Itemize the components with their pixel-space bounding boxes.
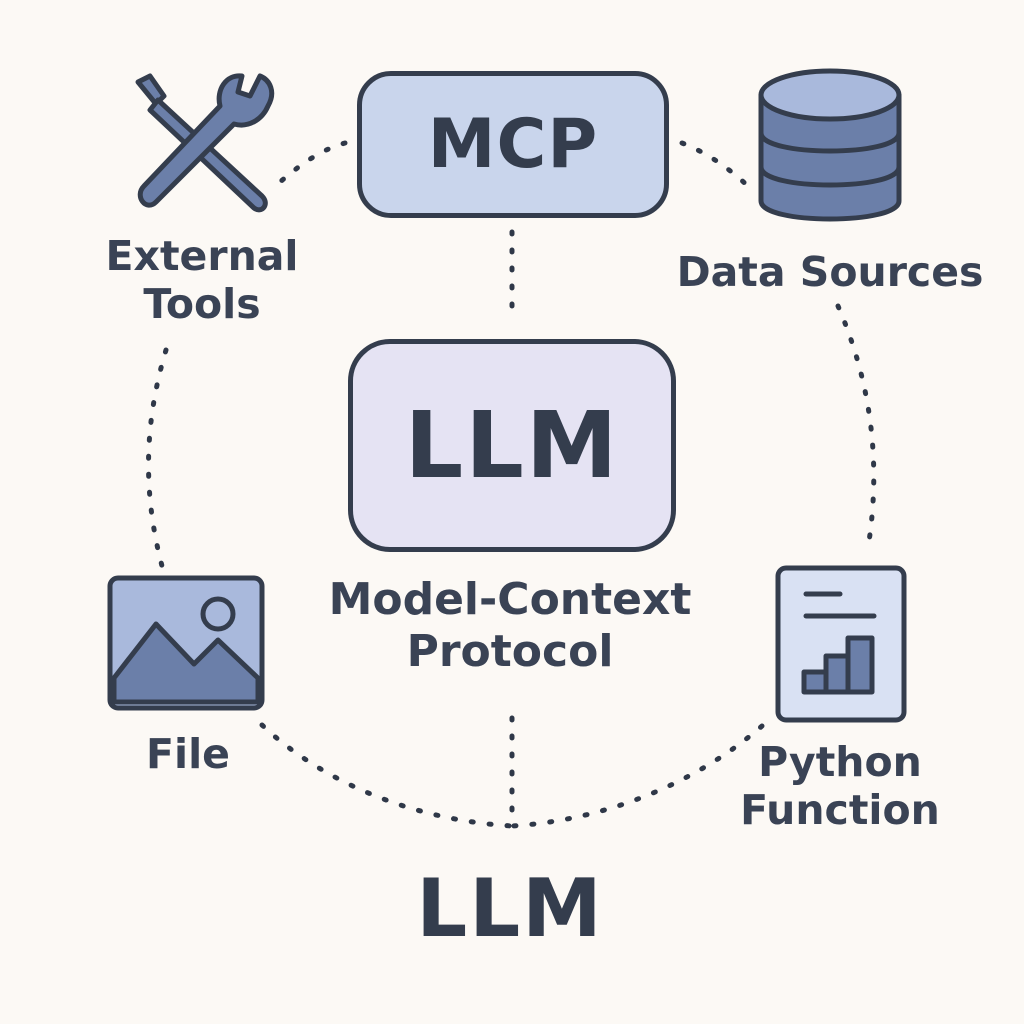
database-icon [758,68,902,222]
file-label: File [118,730,258,778]
bottom-llm-text: LLM [416,862,604,955]
connector-tools-to-file [146,347,169,569]
image-file-icon [107,575,265,711]
llm-box-label: LLM [404,392,620,499]
external-tools-label: External Tools [92,232,312,329]
center-caption-line2: Protocol [406,625,614,677]
connector-mcp-to-tools [277,140,348,185]
mcp-box-label: MCP [427,105,599,184]
file-text: File [146,730,230,778]
python-function-label: Python Function [720,738,960,835]
connector-python-to-bottom [509,723,765,829]
python-function-line2: Function [740,786,940,835]
center-caption-line1: Model-Context [328,574,692,625]
llm-box: LLM [348,339,676,552]
data-sources-text: Data Sources [676,248,984,296]
external-tools-line2: Tools [143,280,261,329]
connector-file-to-bottom [259,722,515,829]
external-tools-line1: External [105,232,299,280]
python-function-line1: Python [758,738,922,786]
data-sources-label: Data Sources [670,248,990,296]
connector-data-to-python [835,303,877,551]
bottom-llm-label: LLM [360,862,660,956]
center-caption: Model-Context Protocol [300,574,720,678]
mcp-box: MCP [357,71,669,218]
connector-mcp-to-data [679,140,751,189]
chart-document-icon [775,565,907,723]
tools-icon [135,73,275,213]
